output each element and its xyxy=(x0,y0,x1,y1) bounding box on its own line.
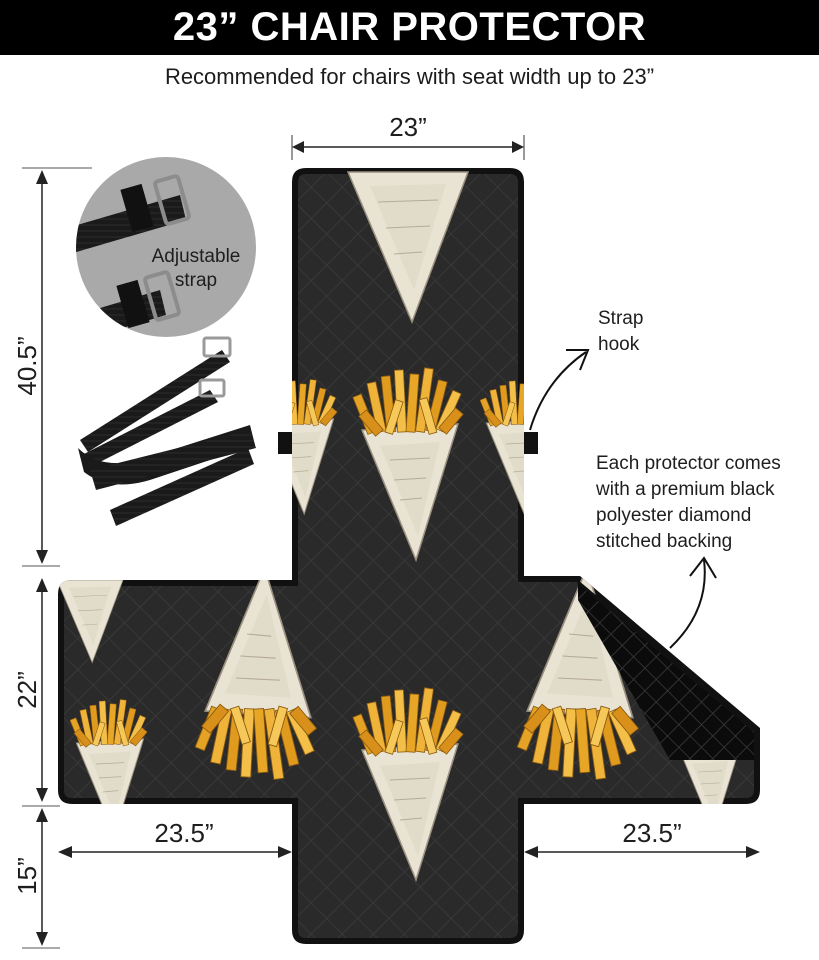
strap-label-line1: Adjustable xyxy=(152,246,241,267)
dimension-flap-label: 15” xyxy=(12,857,42,895)
dimension-top-label: 23” xyxy=(389,112,427,142)
backing-line3: polyester diamond xyxy=(596,505,751,526)
dimension-right-arm-label: 23.5” xyxy=(622,818,681,848)
dimension-top-width xyxy=(291,135,525,160)
strap-hook-left xyxy=(278,432,292,454)
backing-line1: Each protector comes xyxy=(596,453,781,474)
backing-callout-arrow xyxy=(669,556,717,649)
dimension-front-flap xyxy=(22,808,60,949)
backing-line4: stitched backing xyxy=(596,531,732,552)
chair-protector-cover xyxy=(58,168,760,944)
diamond-backing-fold xyxy=(578,582,754,760)
hook-label-line2: hook xyxy=(598,334,640,355)
page-title: 23” CHAIR PROTECTOR xyxy=(172,5,647,49)
hook-callout-arrow xyxy=(529,349,590,431)
dimension-seat-label: 22” xyxy=(12,671,42,709)
strap-label-line2: strap xyxy=(175,270,217,291)
dimension-left-arm xyxy=(58,846,292,858)
dimension-right-arm xyxy=(524,846,760,858)
backing-line2: with a premium black xyxy=(595,479,775,500)
strap-closeup-inset xyxy=(76,157,256,337)
dimension-seat-depth xyxy=(22,578,60,807)
dimension-back-height xyxy=(22,167,92,567)
adjustable-strap-illustration xyxy=(78,336,256,526)
dimension-back-label: 40.5” xyxy=(12,336,42,395)
dimension-left-arm-label: 23.5” xyxy=(154,818,213,848)
title-banner: 23” CHAIR PROTECTOR xyxy=(0,0,819,55)
hook-label-line1: Strap xyxy=(598,308,643,329)
subtitle: Recommended for chairs with seat width u… xyxy=(164,64,655,89)
strap-hook-right xyxy=(524,432,538,454)
